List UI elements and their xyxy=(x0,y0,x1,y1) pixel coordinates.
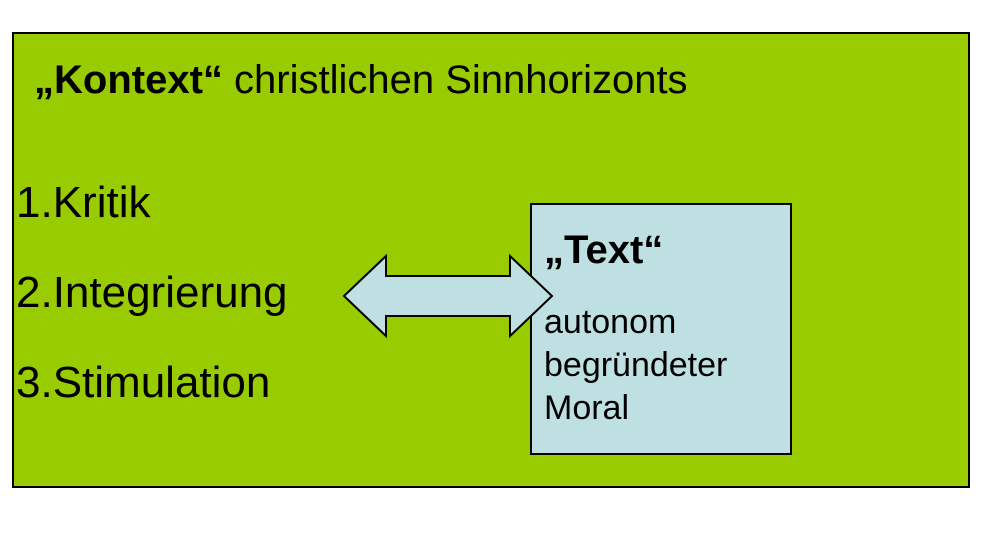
context-box xyxy=(12,32,970,488)
text-box-title: „Text“ xyxy=(544,228,664,272)
context-title: „Kontext“ christlichen Sinnhorizonts xyxy=(34,56,688,104)
double-arrow-icon xyxy=(342,253,554,339)
context-title-bold: „Kontext“ xyxy=(34,58,223,102)
context-title-rest: christlichen Sinnhorizonts xyxy=(222,58,688,102)
list-item-integrierung: 2.Integrierung xyxy=(16,268,288,317)
text-box-line-moral: Moral xyxy=(544,389,630,427)
double-arrow-shape xyxy=(342,253,554,339)
text-box-line-begruendeter: begründeter xyxy=(544,346,728,384)
list-item-kritik: 1.Kritik xyxy=(16,178,151,227)
text-box xyxy=(530,203,792,455)
text-box-line-autonom: autonom xyxy=(544,303,677,341)
list-item-stimulation: 3.Stimulation xyxy=(16,358,271,407)
